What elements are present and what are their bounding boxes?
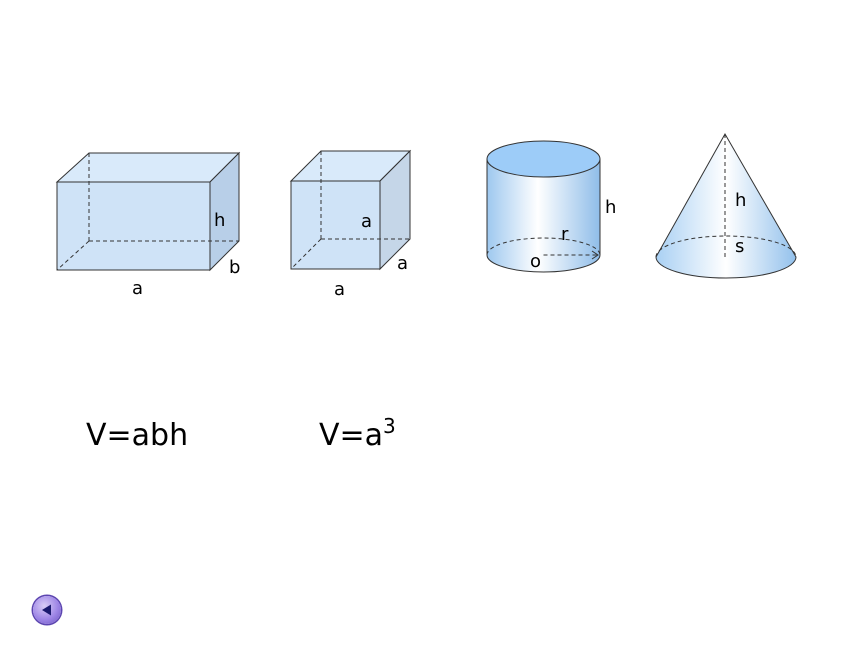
cylinder-body bbox=[486, 158, 601, 273]
cube-hidden-edges bbox=[290, 151, 410, 270]
back-button[interactable] bbox=[33, 596, 61, 624]
cuboid-hidden-edges bbox=[56, 153, 239, 271]
cone-height-label: h bbox=[735, 190, 746, 211]
triangle-left-icon bbox=[42, 604, 51, 616]
cylinder-radius-arrow bbox=[591, 250, 599, 260]
cuboid-figure: h b a bbox=[55, 151, 241, 299]
cube-height-label: a bbox=[361, 211, 372, 232]
cone-hidden-back-edge bbox=[655, 235, 797, 258]
cone-figure: h s bbox=[655, 132, 797, 279]
cone-base-label: s bbox=[735, 236, 744, 257]
cube-formula-exponent: 3 bbox=[383, 414, 396, 438]
cube-side-label: a bbox=[397, 253, 408, 274]
cuboid-volume-formula: V=abh bbox=[86, 418, 188, 453]
cuboid-height-label: h bbox=[214, 210, 225, 231]
cube-figure: a a a bbox=[289, 149, 412, 300]
cube-volume-formula: V=a3 bbox=[319, 416, 396, 453]
cuboid-width-label: b bbox=[229, 257, 240, 278]
cylinder-height-label: h bbox=[605, 197, 616, 218]
cylinder-center-label: o bbox=[530, 251, 541, 272]
cylinder-figure: r o h bbox=[486, 140, 616, 273]
cylinder-top-face bbox=[486, 140, 601, 178]
cuboid-top-face bbox=[55, 152, 241, 183]
cube-front-label: a bbox=[334, 279, 345, 300]
cube-formula-base: V=a bbox=[319, 418, 384, 453]
cylinder-radius-label: r bbox=[561, 224, 569, 245]
cylinder-hidden-back-edge bbox=[486, 237, 601, 256]
cuboid-length-label: a bbox=[132, 278, 143, 299]
cuboid-front-face bbox=[56, 181, 211, 271]
cuboid-formula-text: V=abh bbox=[86, 418, 189, 453]
cone-body bbox=[655, 132, 797, 279]
